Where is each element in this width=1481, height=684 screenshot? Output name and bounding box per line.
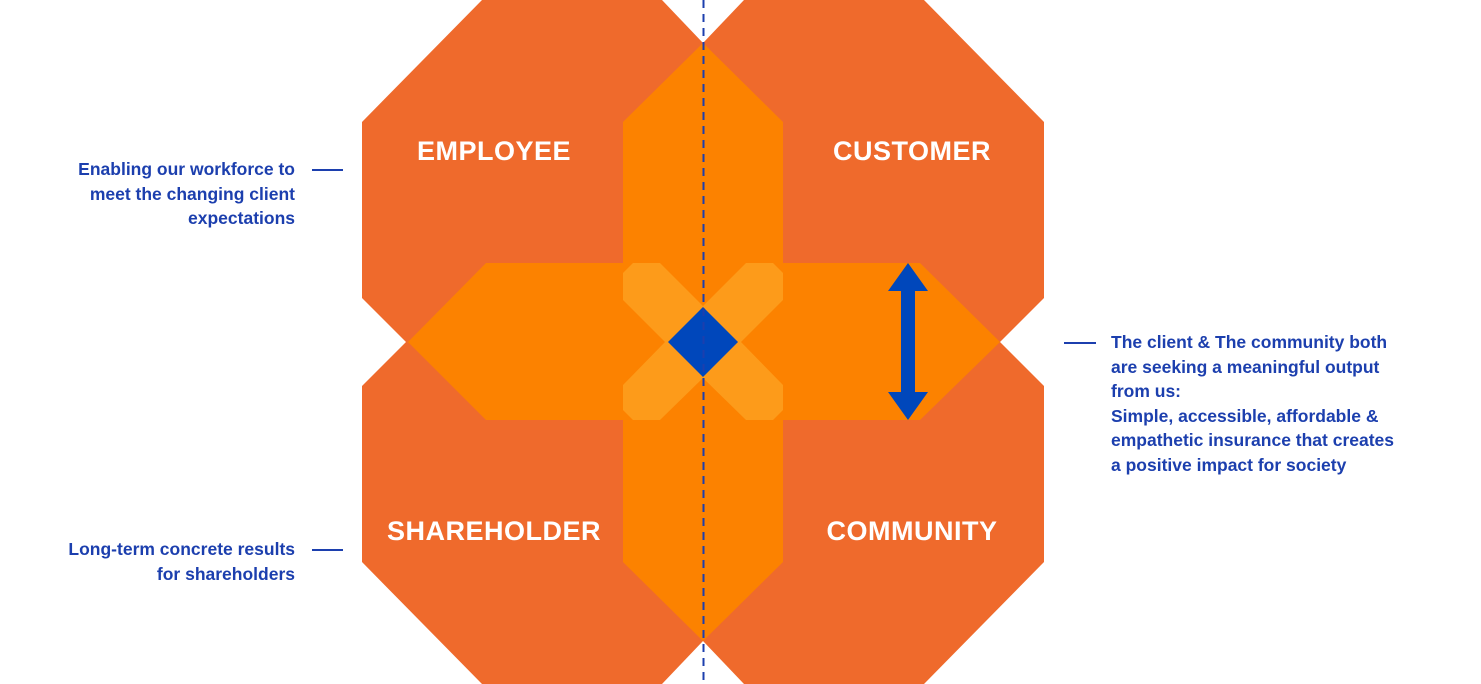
note-shareholder: Long-term concrete results for sharehold…	[68, 537, 295, 586]
double-arrow-icon	[888, 263, 928, 420]
label-community: COMMUNITY	[826, 516, 998, 546]
note-line: Simple, accessible, affordable &	[1111, 405, 1379, 426]
note-line: are seeking a meaningful output	[1111, 356, 1380, 377]
octagon-employee	[362, 0, 703, 342]
note-line: for shareholders	[156, 563, 295, 584]
connector-shareholder	[312, 549, 343, 551]
overlap-gap-right	[741, 300, 783, 385]
note-employee: Enabling our workforce to meet the chang…	[78, 157, 295, 231]
note-line: expectations	[188, 208, 295, 228]
connector-customer-community	[1064, 342, 1096, 344]
octagon-community	[703, 342, 1044, 684]
note-line: The client & The community both	[1111, 332, 1388, 352]
note-line: empathetic insurance that creates	[1111, 430, 1395, 450]
note-customer-community: The client & The community both are seek…	[1111, 330, 1394, 477]
note-line: Enabling our workforce to	[78, 159, 295, 179]
label-employee: EMPLOYEE	[416, 136, 572, 166]
connector-employee	[312, 169, 343, 171]
note-line: a positive impact for society	[1111, 454, 1347, 475]
note-line: meet the changing client	[89, 183, 295, 204]
note-line: Long-term concrete results	[68, 539, 295, 559]
label-shareholder: SHAREHOLDER	[386, 516, 602, 546]
octagon-shareholder	[362, 342, 703, 684]
label-customer: CUSTOMER	[832, 136, 992, 166]
overlap-gap-left	[623, 300, 665, 385]
octagon-customer	[703, 0, 1044, 342]
note-line: from us:	[1111, 381, 1181, 401]
